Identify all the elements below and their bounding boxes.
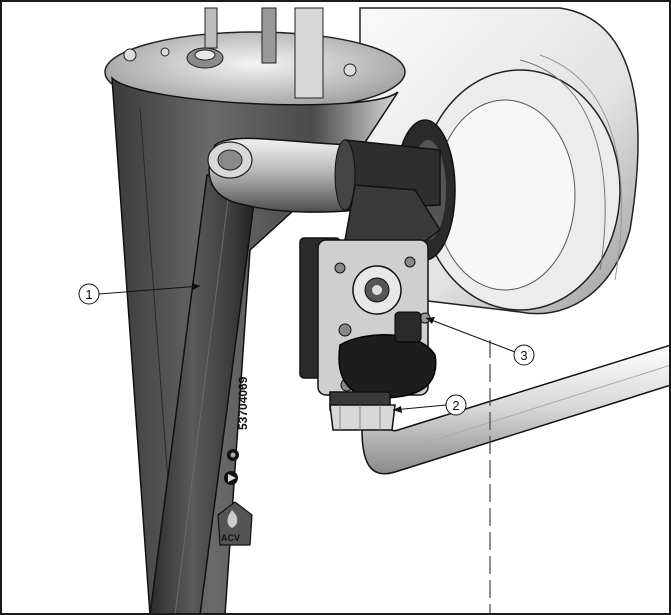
callout-1-label: 1 xyxy=(85,287,92,302)
leader-line-3 xyxy=(425,317,516,353)
leader-line-2 xyxy=(392,404,447,411)
callout-3: 3 xyxy=(513,344,535,366)
callout-2-label: 2 xyxy=(452,398,459,413)
callout-2: 2 xyxy=(445,394,467,416)
callout-1: 1 xyxy=(78,283,100,305)
callout-3-label: 3 xyxy=(520,348,527,363)
tank-marking: 53704069 ACV xyxy=(217,376,253,546)
logo-text: ACV xyxy=(221,533,240,543)
leader-line-1 xyxy=(98,285,201,295)
leader-lines xyxy=(98,283,516,413)
gas-valve-assembly xyxy=(299,184,442,431)
tank-part-number: 53704069 xyxy=(236,376,250,430)
tank-top xyxy=(104,7,406,113)
